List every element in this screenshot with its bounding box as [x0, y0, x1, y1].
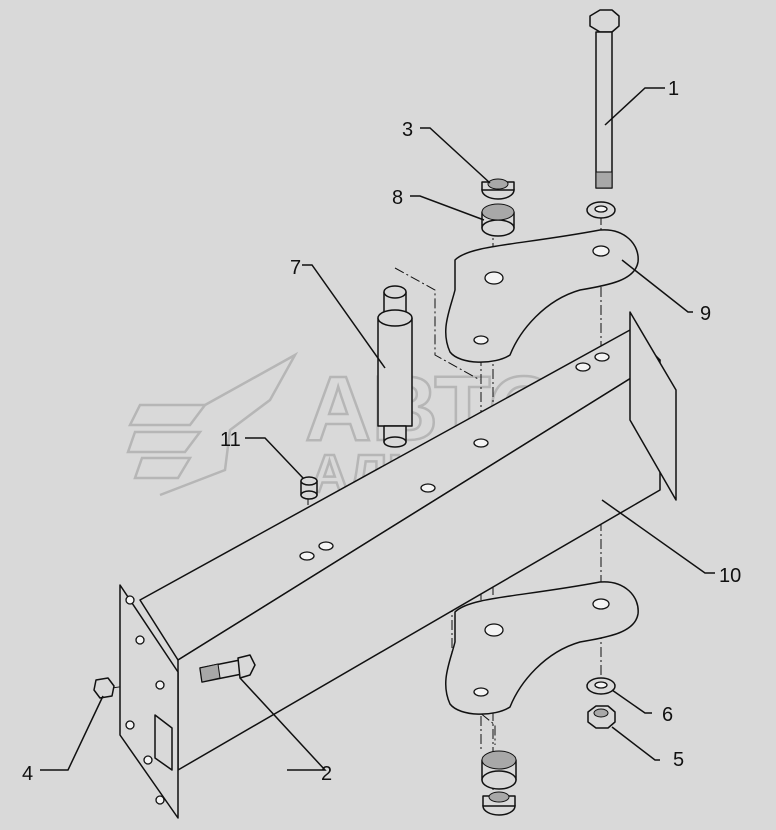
- callout-11: 11: [220, 429, 241, 451]
- square-tube-beam: [119, 311, 677, 819]
- callout-8: 8: [392, 187, 403, 209]
- callout-1: 1: [668, 78, 679, 100]
- callout-10: 10: [719, 565, 741, 587]
- grease-fitting: [300, 476, 318, 500]
- callout-2: 2: [321, 763, 332, 785]
- slotted-nut-bottom: [482, 791, 516, 816]
- lower-mounting-plate: [444, 581, 639, 715]
- callouts: 1 2 3 4 5 6 7 8 9 10 11: [22, 78, 741, 785]
- side-nut: [93, 677, 115, 699]
- side-bolt: [199, 654, 256, 683]
- long-hex-bolt: [589, 9, 620, 189]
- bushing-bottom: [481, 750, 517, 790]
- spring-washer-bottom: [586, 677, 616, 695]
- callout-7: 7: [290, 257, 301, 279]
- callout-3: 3: [402, 119, 413, 141]
- spring-washer-top: [586, 201, 616, 219]
- callout-6: 6: [662, 704, 673, 726]
- callout-4: 4: [22, 763, 33, 785]
- leader-lines: [40, 87, 715, 771]
- hex-nut: [587, 705, 616, 729]
- callout-5: 5: [673, 749, 684, 771]
- callout-9: 9: [700, 303, 711, 325]
- bushing-top: [481, 203, 515, 237]
- slotted-nut-top: [481, 178, 515, 200]
- pivot-pin: [377, 285, 413, 448]
- upper-mounting-plate: [444, 229, 639, 363]
